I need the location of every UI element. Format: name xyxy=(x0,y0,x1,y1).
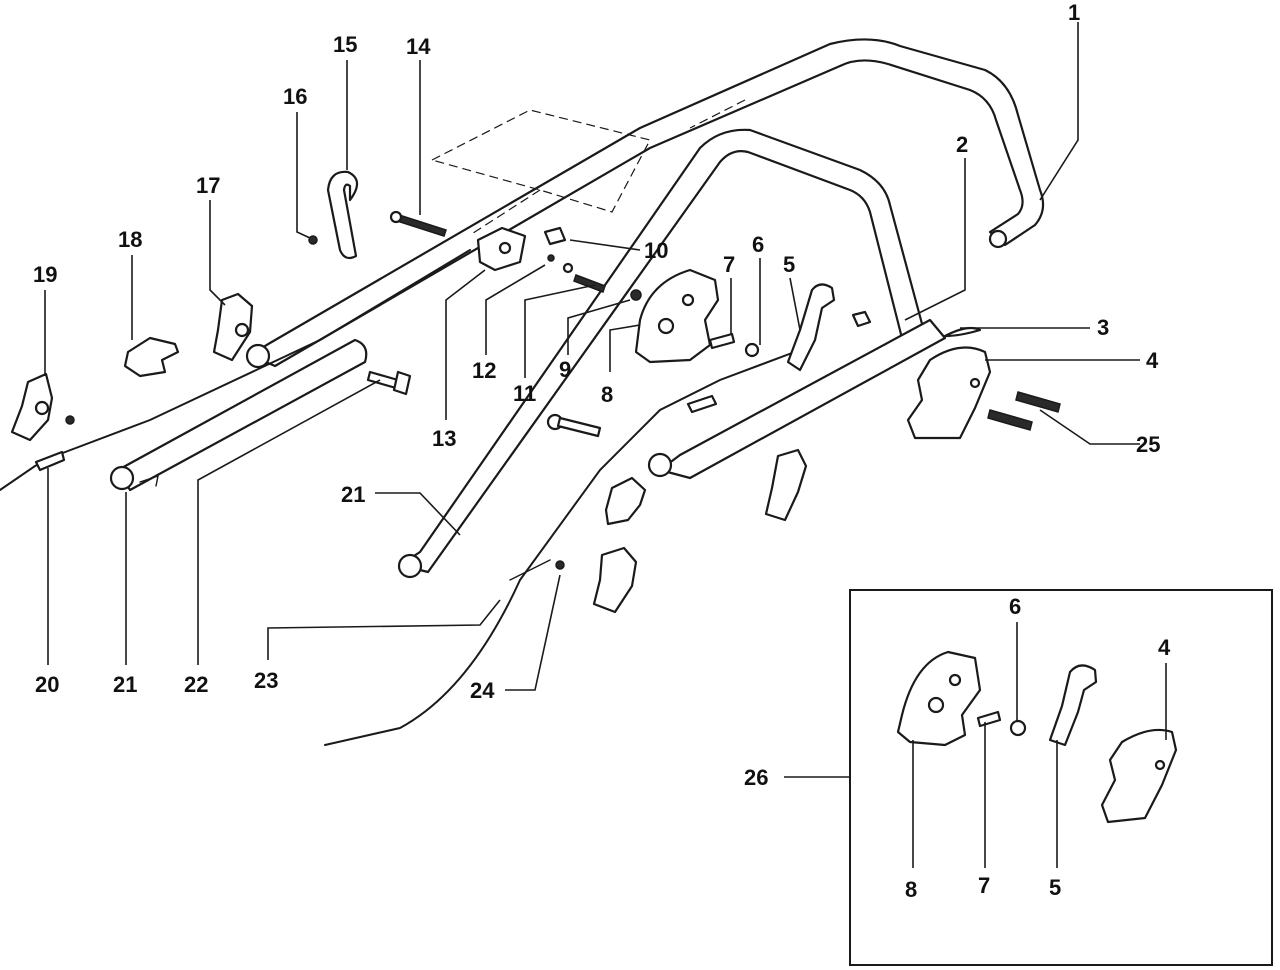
callout-22: 22 xyxy=(184,672,208,697)
callout-18: 18 xyxy=(118,227,142,252)
control-lever-5 xyxy=(786,283,836,372)
nut-9 xyxy=(630,289,642,301)
inset-cover-4 xyxy=(1100,728,1178,824)
callout-14: 14 xyxy=(406,34,431,59)
cable-clip-18 xyxy=(123,336,180,378)
washer-left xyxy=(65,415,75,425)
callout-26: 26 xyxy=(744,765,768,790)
inset-callout-5: 5 xyxy=(1049,875,1061,900)
callout-labels: 1 2 3 4 5 6 7 8 9 10 11 12 13 14 15 16 1… xyxy=(33,0,1171,902)
inset-lever-5 xyxy=(1048,664,1098,747)
cover-4 xyxy=(906,346,992,440)
leader-lines xyxy=(44,22,1140,691)
small-fasteners xyxy=(547,254,606,293)
screw-14 xyxy=(389,210,447,237)
left-lower-tube xyxy=(109,338,368,492)
bolt-22 xyxy=(366,370,412,396)
callout-11: 11 xyxy=(513,381,536,406)
wing-knob-lower-center xyxy=(592,546,638,614)
cable-bracket xyxy=(476,226,567,272)
callout-13: 13 xyxy=(432,426,456,451)
callout-15: 15 xyxy=(333,32,357,57)
washer-24 xyxy=(555,560,565,570)
throttle-cable-20 xyxy=(0,249,471,491)
bolt-lower xyxy=(546,413,602,438)
callout-16: 16 xyxy=(283,84,307,109)
inset-callout-7: 7 xyxy=(978,873,990,898)
callout-21-left: 21 xyxy=(113,672,137,697)
inset-callout-6: 6 xyxy=(1009,594,1021,619)
spring-7 xyxy=(708,332,736,350)
callout-2: 2 xyxy=(956,132,968,157)
small-parts-right xyxy=(851,310,872,328)
callout-8: 8 xyxy=(601,382,613,407)
spacer-3 xyxy=(943,326,982,338)
callout-24: 24 xyxy=(470,678,495,703)
wing-knob-19 xyxy=(10,372,54,442)
callout-1: 1 xyxy=(1068,0,1080,25)
callout-21-center: 21 xyxy=(341,482,365,507)
cable-hook xyxy=(326,170,359,260)
callout-17: 17 xyxy=(196,173,220,198)
inset-callout-8: 8 xyxy=(905,877,917,902)
callout-5: 5 xyxy=(783,252,795,277)
callout-7: 7 xyxy=(723,252,735,277)
nut-6 xyxy=(744,342,760,358)
callout-19: 19 xyxy=(33,262,57,287)
cable-clip-lower xyxy=(604,476,647,526)
callout-3: 3 xyxy=(1097,315,1109,340)
callout-9: 9 xyxy=(559,357,571,382)
callout-6: 6 xyxy=(752,232,764,257)
callout-20: 20 xyxy=(35,672,59,697)
bolts-25 xyxy=(987,391,1061,431)
callout-4: 4 xyxy=(1146,348,1159,373)
mounting-plane-outline xyxy=(431,99,746,236)
inset-spring-7 xyxy=(976,710,1002,728)
callout-10: 10 xyxy=(644,238,668,263)
callout-23: 23 xyxy=(254,668,278,693)
callout-12: 12 xyxy=(472,358,496,383)
inset-callout-4: 4 xyxy=(1158,635,1171,660)
control-housing-8 xyxy=(634,268,720,364)
callout-25: 25 xyxy=(1136,432,1160,457)
inset-kit-box xyxy=(784,589,1273,966)
wing-knob-right xyxy=(764,448,808,522)
control-cable-23 xyxy=(324,349,801,746)
inset-nut-6 xyxy=(1009,719,1027,737)
wing-knob-17 xyxy=(212,292,254,362)
washer-16 xyxy=(308,235,318,245)
